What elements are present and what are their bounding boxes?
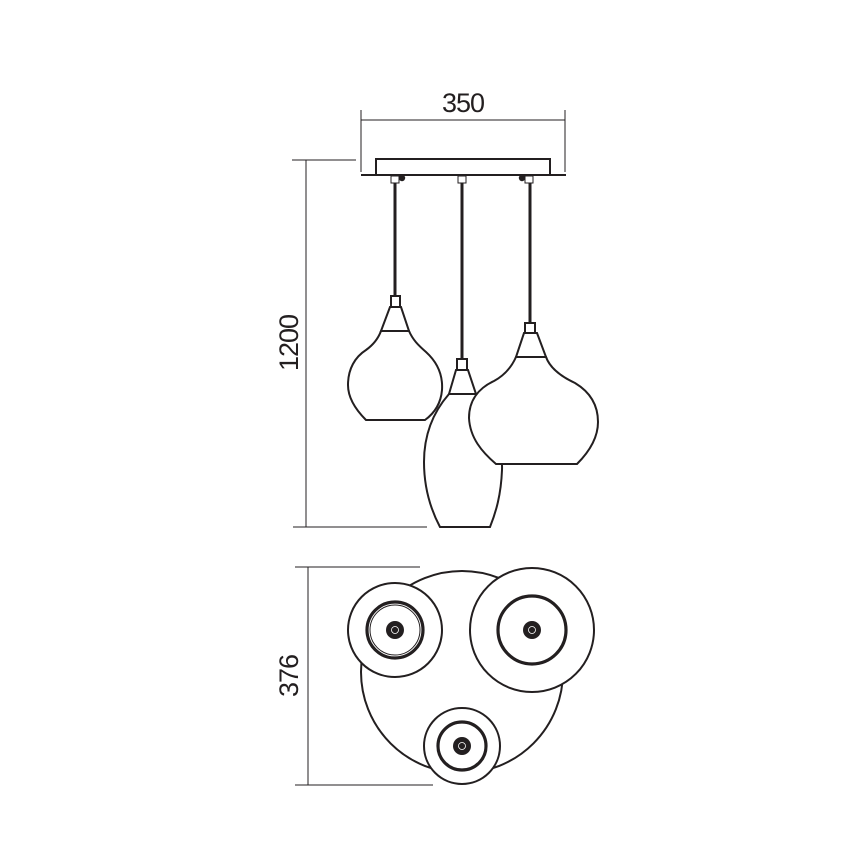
plan-shade-right-socket [523,621,541,639]
plan-view [347,567,595,785]
pendant-left [346,295,444,421]
diameter-dimension: 376 [274,566,433,786]
width-dimension: 350 [360,88,566,172]
cable-connector-center [457,175,467,184]
diameter-label: 376 [274,655,304,697]
plan-shade-right [469,567,595,693]
plan-shade-left-inner-ring [369,604,421,656]
height-label: 1200 [274,315,304,371]
pendant-right-shade [467,356,600,465]
pendant-left-shade [346,330,444,421]
plan-shade-bottom-hole [458,742,466,750]
pendant-left-cap [379,306,411,332]
plan-shade-right-ring [496,594,568,666]
plan-shade-right-hole [528,626,536,634]
pendant-center-cap [447,369,478,395]
ceiling-canopy [361,158,566,184]
cable-connector-right [524,175,534,184]
plan-shade-left [347,582,443,678]
plan-shade-left-socket [386,621,404,639]
plan-shade-left-ring [365,600,425,660]
plan-shade-bottom-socket [453,737,471,755]
pendant-center-socket [456,358,468,371]
pendant-left-socket [390,295,401,308]
pendant-right [467,322,600,465]
cables [393,183,532,359]
pendant-right-socket [524,322,536,334]
plan-shade-left-hole [391,626,399,634]
width-label: 350 [442,88,484,118]
plan-shade-bottom [423,707,501,785]
connector-screw-right [518,174,526,182]
pendant-right-cap [514,332,548,358]
connector-screw-left [398,174,406,182]
plan-shade-bottom-ring [436,720,488,772]
canopy-plate [375,158,551,176]
height-dimension: 1200 [274,159,427,528]
cable-connector-left [390,175,400,184]
